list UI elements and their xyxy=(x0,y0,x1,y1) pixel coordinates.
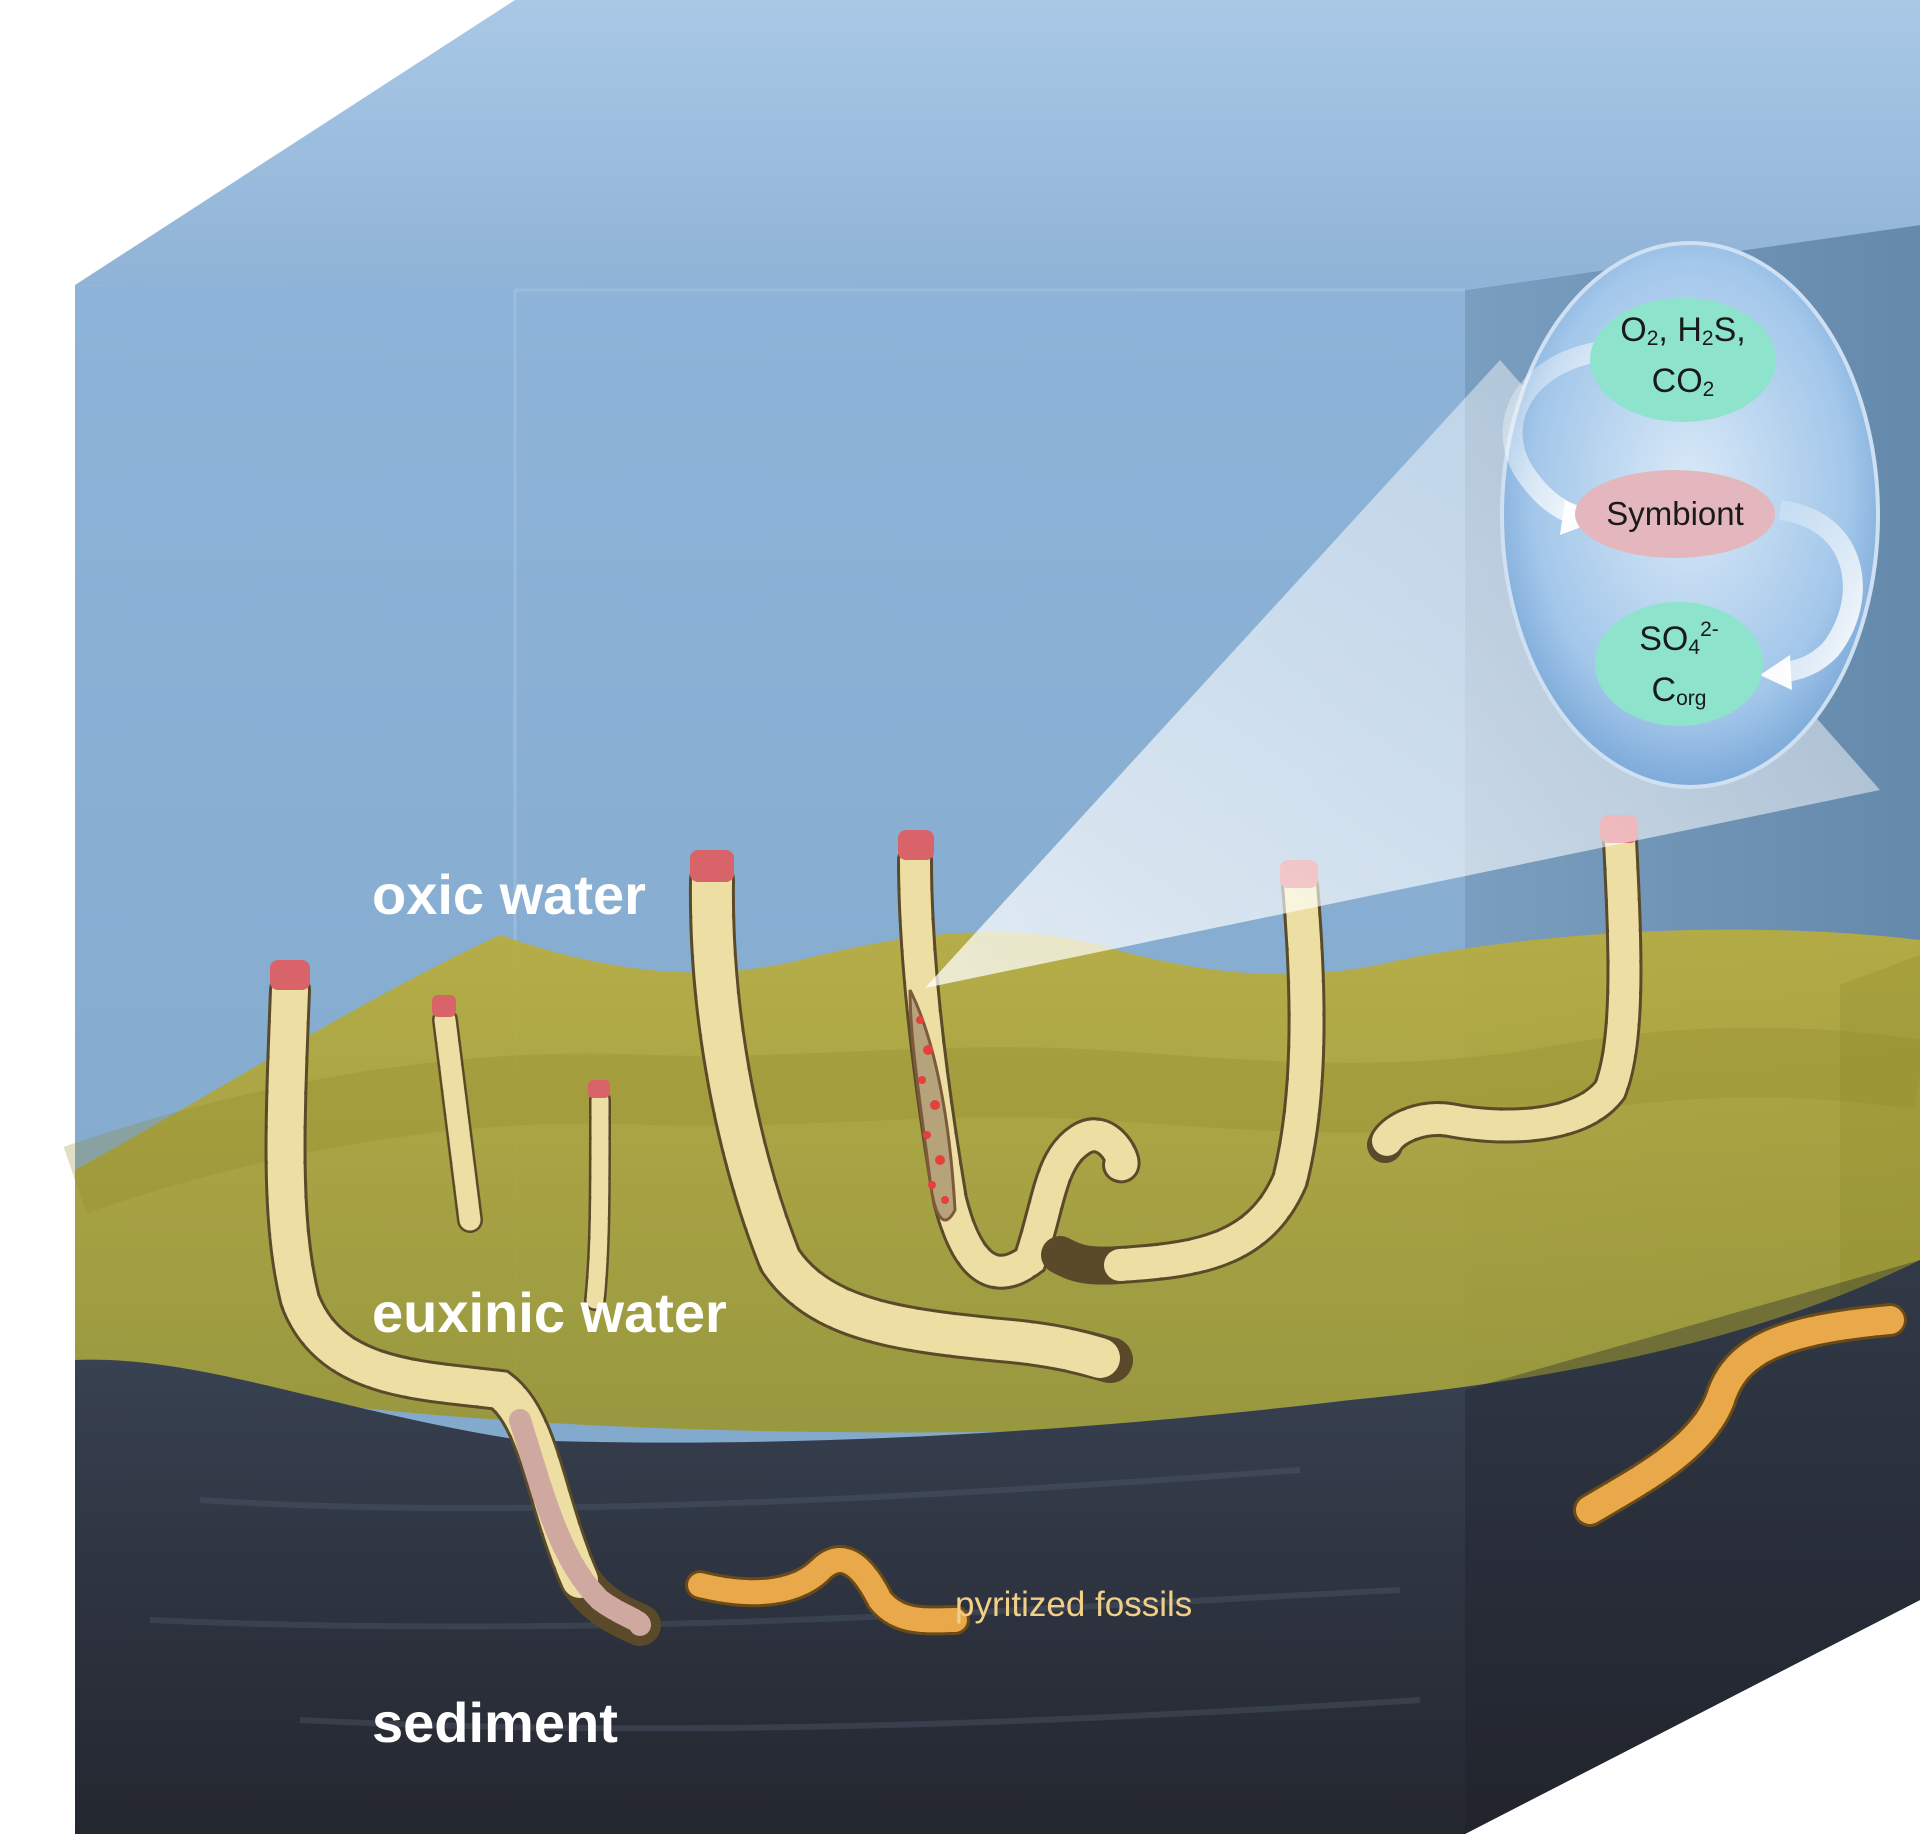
products-line-1: SO42- xyxy=(1639,617,1719,659)
label-pyritized-fossils: pyritized fossils xyxy=(955,1585,1193,1624)
arrow-to-symbiont xyxy=(1502,340,1612,525)
inputs-line-2: CO2 xyxy=(1651,362,1715,401)
inputs-line-1: O2, H2S, xyxy=(1620,311,1746,350)
magnification-beam xyxy=(925,360,1880,988)
sediment-layer xyxy=(75,1260,1920,1834)
euxinic-layer xyxy=(75,929,1920,1433)
node-inputs: O2, H2S, CO2 xyxy=(1590,298,1776,422)
arrow-to-products xyxy=(1778,500,1863,682)
node-symbiont: Symbiont xyxy=(1575,470,1775,558)
label-euxinic-water: euxinic water xyxy=(372,1281,727,1344)
node-products: SO42- Corg xyxy=(1595,602,1763,726)
symbiont-dots xyxy=(916,1016,949,1204)
label-oxic-water: oxic water xyxy=(372,863,646,926)
label-sediment: sediment xyxy=(372,1691,618,1754)
products-line-2: Corg xyxy=(1651,670,1707,710)
top-face xyxy=(75,0,1920,290)
